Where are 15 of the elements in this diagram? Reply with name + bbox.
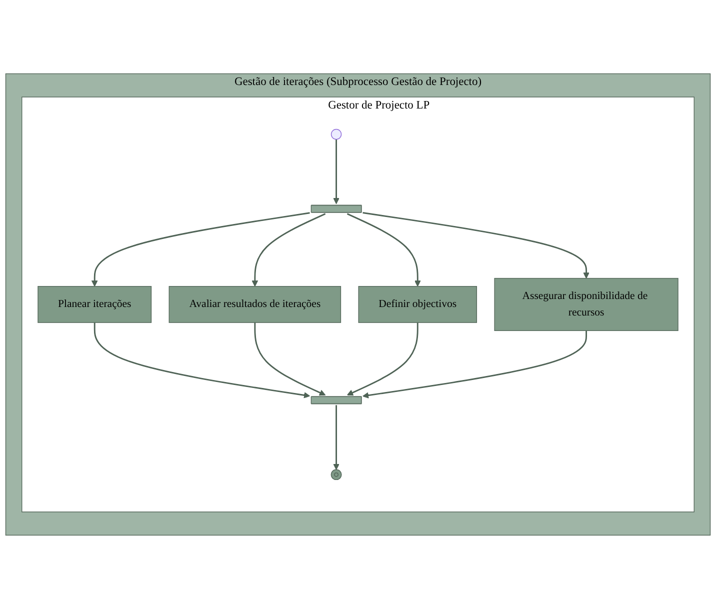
arrow — [252, 212, 326, 286]
node-box: Planear iterações — [38, 286, 152, 322]
arrow — [362, 212, 590, 278]
node-box: Assegurar disponibilidade de recursos — [494, 277, 678, 331]
arrow — [362, 330, 587, 398]
arrow — [333, 404, 340, 470]
arrow — [346, 212, 421, 286]
arrow — [346, 322, 418, 396]
arrow — [94, 322, 310, 398]
arrow — [254, 322, 326, 396]
node-circle — [330, 128, 342, 140]
node-box: Definir objectivos — [358, 286, 478, 322]
arrow — [91, 212, 310, 286]
arrow — [333, 138, 340, 204]
node-box: Avaliar resultados de iterações — [168, 286, 342, 322]
